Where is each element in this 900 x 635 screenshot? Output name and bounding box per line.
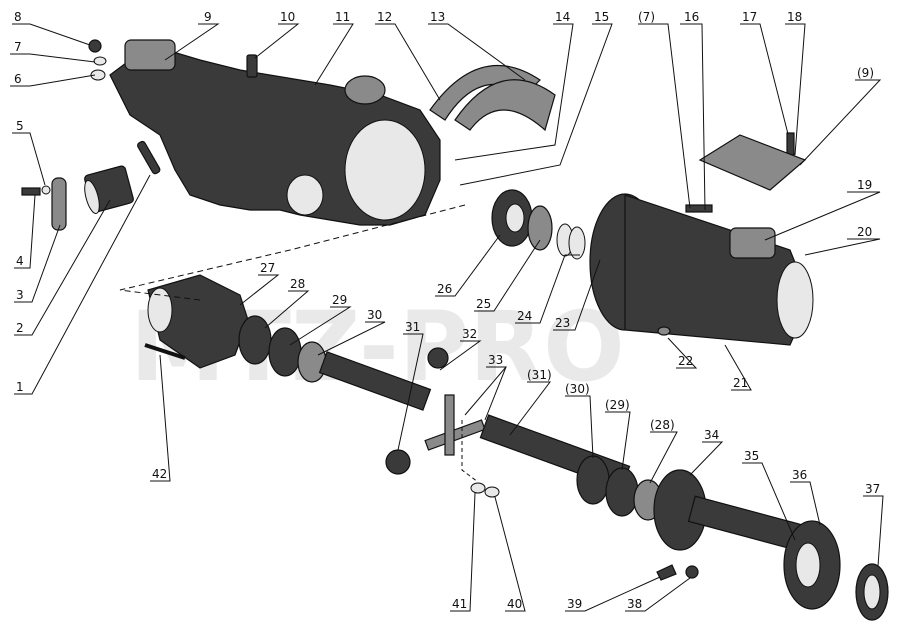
callout-13: 13: [430, 10, 445, 24]
callout-34: 34: [704, 428, 719, 442]
callout-23: 23: [555, 316, 570, 330]
callout-42: 42: [152, 467, 167, 481]
gear-p30-part: [576, 455, 610, 505]
callout-9-paren: (9): [857, 66, 874, 80]
callout-20: 20: [857, 225, 872, 239]
pin-part: [137, 140, 161, 175]
callout-8: 8: [14, 10, 22, 24]
washer-part: [93, 56, 107, 66]
callout-10: 10: [280, 10, 295, 24]
alignment-dashes: [119, 204, 466, 301]
callout-36: 36: [792, 468, 807, 482]
callout-21: 21: [733, 376, 748, 390]
bevel-gear-36-bore: [795, 542, 821, 588]
ball-38-part: [685, 565, 699, 579]
plug-22-part: [657, 326, 671, 336]
callout-7-paren: (7): [638, 10, 655, 24]
callout-38: 38: [627, 597, 642, 611]
callout-30-paren: (30): [565, 382, 590, 396]
callout-11: 11: [335, 10, 350, 24]
callout-15: 15: [594, 10, 609, 24]
callout-4: 4: [16, 254, 24, 268]
tubular-housing-part: [589, 193, 814, 346]
gear-28-part: [238, 315, 272, 365]
washer-small-part: [41, 185, 51, 195]
link-part: [51, 177, 67, 231]
bolt-42-part: [144, 343, 186, 360]
callout-28-paren: (28): [650, 418, 675, 432]
plug-part: [246, 54, 258, 78]
callout-12: 12: [377, 10, 392, 24]
callout-30: 30: [367, 308, 382, 322]
callout-29: 29: [332, 293, 347, 307]
bolt-17-part: [786, 132, 795, 156]
nut-part: [88, 39, 102, 53]
bolt-part: [21, 187, 41, 196]
gear-p29-part: [605, 467, 639, 517]
shaft-35-part: [687, 495, 803, 551]
key-39-part: [656, 564, 677, 581]
callout-1: 1: [16, 380, 24, 394]
housing-part: [109, 39, 441, 226]
callout-39: 39: [567, 597, 582, 611]
washer-41-part: [470, 482, 486, 494]
callout-37: 37: [865, 482, 880, 496]
callout-22: 22: [678, 354, 693, 368]
pinion-left-part: [385, 449, 411, 475]
callout-31-paren: (31): [527, 368, 552, 382]
alignment-dashes-2: [461, 420, 479, 483]
callout-33: 33: [488, 353, 503, 367]
callout-26: 26: [437, 282, 452, 296]
callout-31: 31: [405, 320, 420, 334]
callout-6: 6: [14, 72, 22, 86]
callout-16: 16: [684, 10, 699, 24]
callout-labels: 8 9 10 11 12 13 14 15 (7) 16 17 18 7 6 (…: [14, 10, 880, 611]
bearing-half-shells: [429, 64, 556, 132]
leader-lines: [10, 23, 884, 612]
callout-35: 35: [744, 449, 759, 463]
callout-25: 25: [476, 297, 491, 311]
callout-7: 7: [14, 40, 22, 54]
callout-17: 17: [742, 10, 757, 24]
callout-5: 5: [16, 119, 24, 133]
cross-33-part: [424, 419, 486, 451]
callout-29-paren: (29): [605, 398, 630, 412]
callout-19: 19: [857, 178, 872, 192]
shaft-31-part: [318, 351, 432, 411]
diff-cup-part: [147, 274, 249, 369]
callout-18: 18: [787, 10, 802, 24]
washer-40-part: [484, 486, 500, 498]
callout-14: 14: [555, 10, 570, 24]
gear-29-part: [268, 327, 302, 377]
bearing-rings: [491, 189, 586, 260]
callout-2: 2: [16, 321, 24, 335]
callout-24: 24: [517, 309, 532, 323]
cylinder-part: [84, 165, 134, 214]
callout-41: 41: [452, 597, 467, 611]
cross-33-arm: [444, 394, 455, 456]
callout-9: 9: [204, 10, 212, 24]
callout-32: 32: [462, 327, 477, 341]
callout-27: 27: [260, 261, 275, 275]
bolt-16-part: [685, 204, 713, 213]
callout-3: 3: [16, 288, 24, 302]
ring-37-bore: [863, 574, 881, 610]
callout-40: 40: [507, 597, 522, 611]
ring-part: [90, 69, 106, 81]
callout-28: 28: [290, 277, 305, 291]
pinion-32-part: [427, 347, 449, 369]
gear-30-part: [297, 341, 327, 383]
